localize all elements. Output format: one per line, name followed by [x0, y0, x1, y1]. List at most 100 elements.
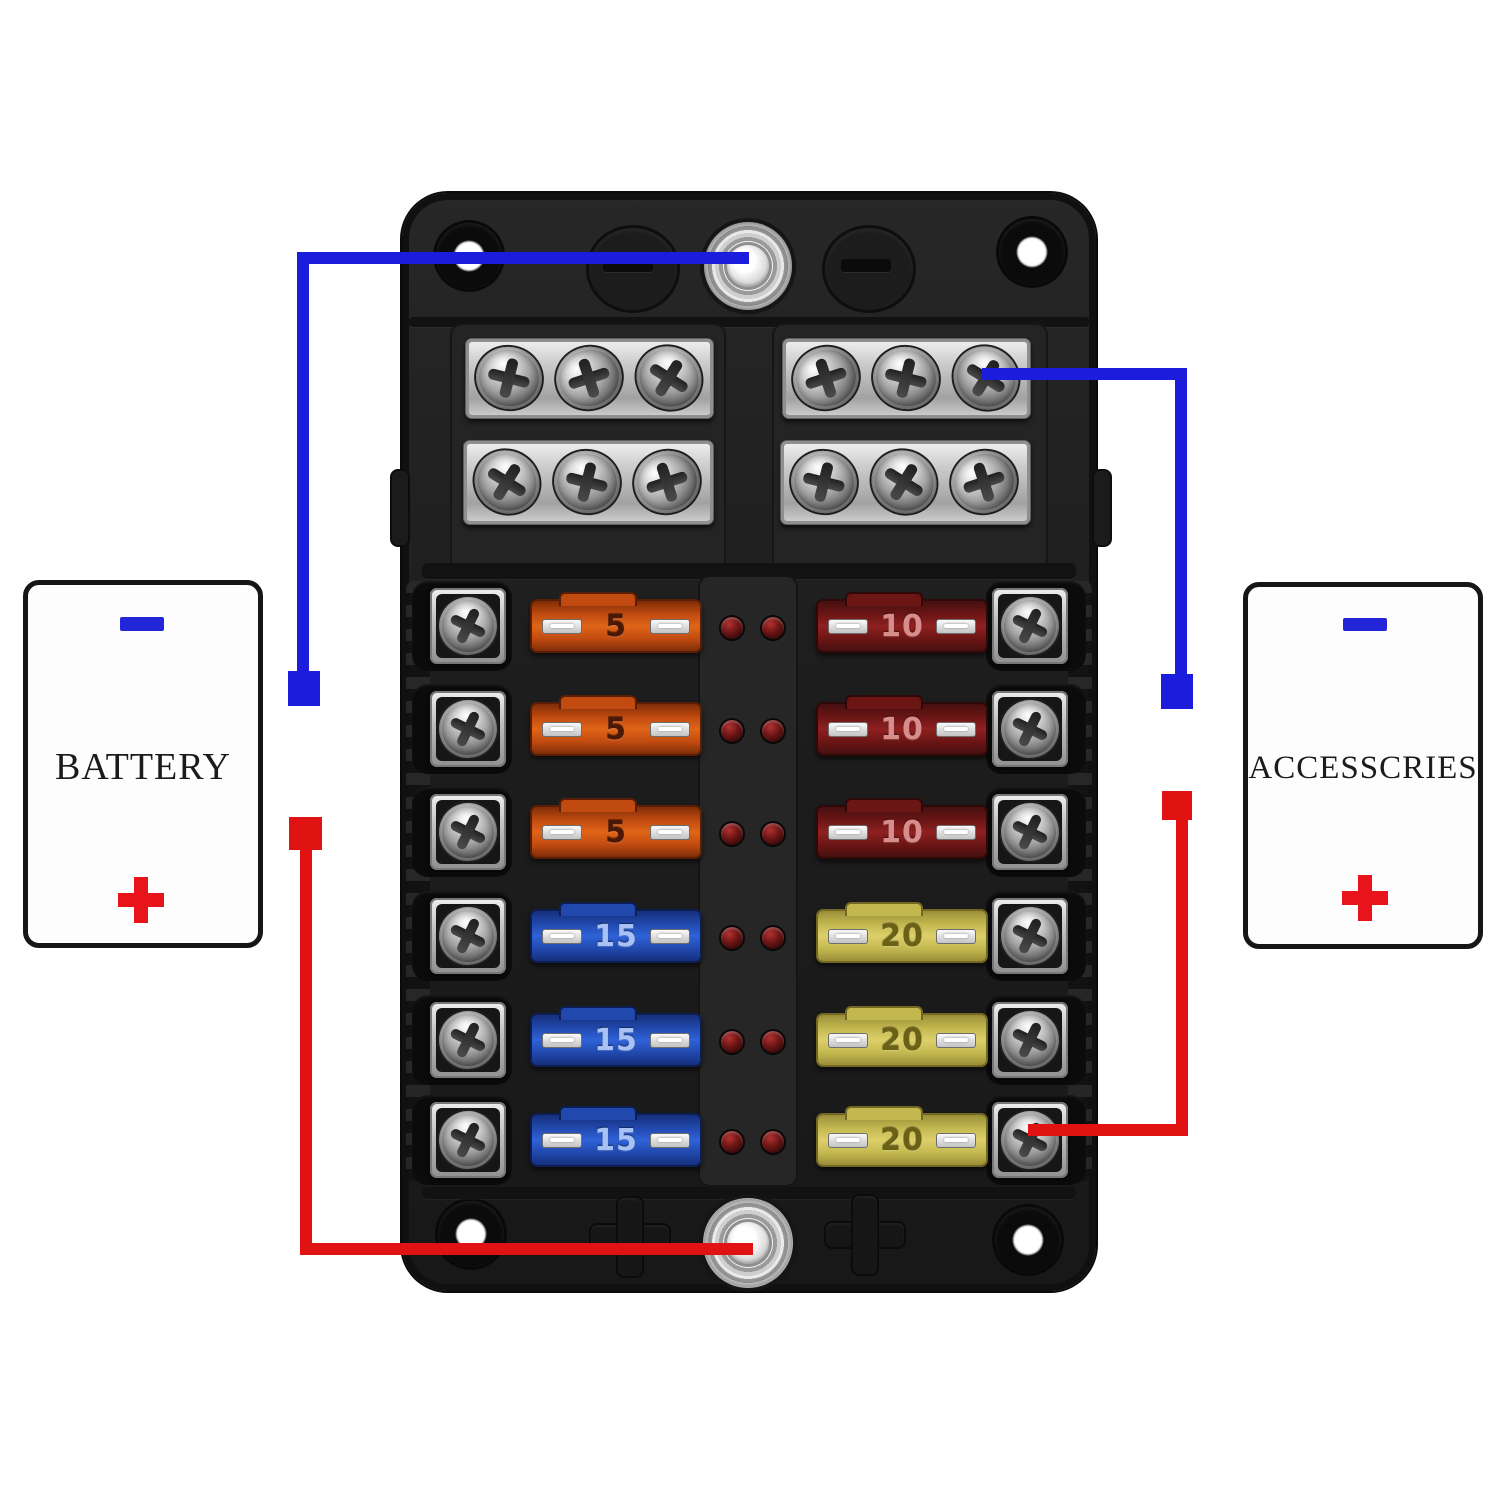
bus-bar-screw	[785, 338, 867, 418]
side-tab-right	[1092, 469, 1112, 547]
fuse-amp-label: 15	[594, 918, 638, 954]
fuse-right: 10	[816, 592, 988, 653]
indicator-led	[719, 821, 745, 847]
bus-bar-screw	[866, 339, 946, 417]
fuse-row: 15 20	[402, 1092, 1096, 1188]
terminal-block-right	[991, 897, 1069, 975]
fuse-blade-slot	[828, 824, 868, 840]
fuse-amp-label: 15	[594, 1122, 638, 1158]
fuse-blade-slot	[542, 721, 582, 737]
fuse-amp-label: 20	[880, 1022, 924, 1058]
fuse-blade-slot	[828, 721, 868, 737]
indicator-led	[719, 925, 745, 951]
fuse-amp-label: 5	[605, 711, 627, 747]
battery-negative-connector-node	[288, 671, 320, 706]
accessories-negative-connector-node	[1161, 674, 1193, 709]
indicator-led	[760, 821, 786, 847]
wire-battery-negative-horizontal	[297, 252, 749, 264]
fuse-blade-slot	[650, 824, 690, 840]
bus-bar-second-left	[462, 438, 714, 526]
bus-bar-top-left	[465, 334, 714, 422]
indicator-led	[760, 718, 786, 744]
accessories-box: ACCESSCRIES	[1243, 582, 1483, 949]
fuse-amp-label: 10	[880, 814, 924, 850]
molded-cross-left	[589, 1196, 671, 1278]
bus-bar-top-right	[782, 334, 1031, 422]
accessories-minus-icon	[1343, 618, 1387, 631]
mounting-hole-bottom-left	[438, 1201, 504, 1267]
fuse-row: 15 20	[402, 888, 1096, 984]
fuse-blade-slot	[828, 1032, 868, 1048]
fuse-blade-slot	[650, 928, 690, 944]
fuse-blade-slot	[542, 1132, 582, 1148]
fuse-blade-slot	[650, 721, 690, 737]
accessories-positive-connector-node	[1162, 791, 1192, 820]
side-tab-left	[390, 469, 410, 547]
terminal-block-right	[991, 690, 1069, 768]
wire-accessories-negative-vertical	[1175, 368, 1187, 676]
terminal-block-left	[429, 1001, 507, 1079]
indicator-led	[719, 718, 745, 744]
fuse-blade-slot	[828, 1132, 868, 1148]
fuse-amp-label: 5	[605, 814, 627, 850]
fuse-blade-slot	[650, 1132, 690, 1148]
molded-cross-right	[824, 1194, 906, 1276]
fuse-right: 10	[816, 695, 988, 756]
bus-bar-screw	[626, 442, 708, 522]
terminal-block-left	[429, 587, 507, 665]
fuse-right: 10	[816, 798, 988, 859]
mounting-hole-top-right	[999, 219, 1065, 285]
wire-battery-positive-vertical	[300, 848, 312, 1252]
bus-bar-screw	[548, 338, 630, 418]
bus-bar-screw	[624, 334, 714, 422]
fuse-amp-label: 5	[605, 608, 627, 644]
terminal-block-right	[991, 587, 1069, 665]
fuse-blade-slot	[936, 618, 976, 634]
accessories-plus-icon	[1342, 875, 1388, 921]
fuse-row: 15 20	[402, 992, 1096, 1088]
fuse-blade-slot	[936, 928, 976, 944]
led-indicator-strip	[698, 575, 798, 1187]
wire-battery-positive-horizontal	[300, 1243, 753, 1255]
fuse-right: 20	[816, 1006, 988, 1067]
housing-seam	[422, 1187, 1076, 1199]
indicator-led	[760, 1129, 786, 1155]
fuse-blade-slot	[650, 618, 690, 634]
indicator-led	[719, 1129, 745, 1155]
fuse-right: 20	[816, 1106, 988, 1167]
housing-seam	[408, 317, 1090, 327]
fuse-blade-slot	[936, 721, 976, 737]
fuse-blade-slot	[650, 1032, 690, 1048]
fuse-blade-slot	[542, 824, 582, 840]
bus-bar-second-right	[780, 438, 1031, 526]
bus-bar-screw	[547, 443, 627, 521]
fuse-right: 20	[816, 902, 988, 963]
housing-seam	[422, 563, 1076, 579]
fuse-box: 5 10	[390, 193, 1112, 1291]
fuse-blade-slot	[828, 618, 868, 634]
wire-accessories-positive-vertical	[1176, 819, 1188, 1131]
fuse-blade-slot	[542, 928, 582, 944]
terminal-block-right	[991, 1001, 1069, 1079]
indicator-led	[760, 1029, 786, 1055]
bus-bar-screw	[469, 339, 549, 417]
fuse-row: 5 10	[402, 578, 1096, 674]
fuse-left: 15	[530, 902, 702, 963]
bus-bar-screw	[859, 438, 949, 526]
indicator-led	[760, 925, 786, 951]
fuse-left: 15	[530, 1106, 702, 1167]
fuse-left: 5	[530, 695, 702, 756]
terminal-block-right	[991, 1101, 1069, 1179]
terminal-block-left	[429, 897, 507, 975]
wire-battery-negative-vertical	[297, 252, 309, 676]
fuse-left: 15	[530, 1006, 702, 1067]
wire-accessories-negative-horizontal	[982, 368, 1187, 380]
terminal-block-right	[991, 793, 1069, 871]
fuse-left: 5	[530, 592, 702, 653]
indicator-led	[719, 615, 745, 641]
terminal-block-left	[429, 1101, 507, 1179]
accessories-label: ACCESSCRIES	[1248, 750, 1478, 786]
power-stud-top	[704, 222, 792, 310]
bus-bar-screw	[943, 442, 1025, 522]
